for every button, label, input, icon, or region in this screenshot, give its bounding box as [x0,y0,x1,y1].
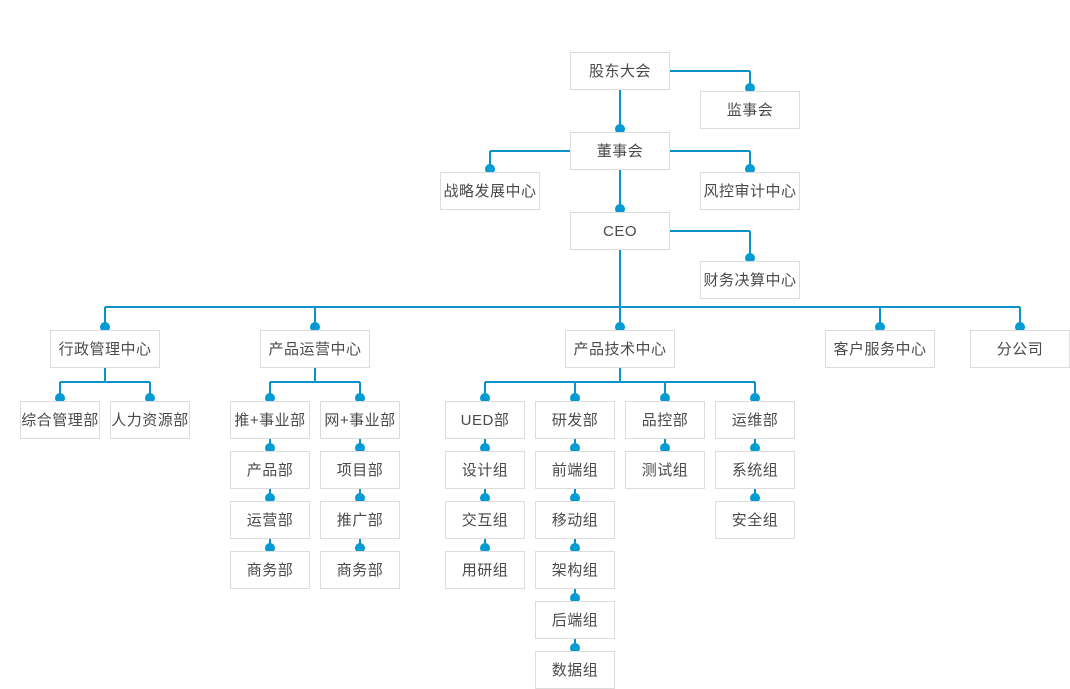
org-node-strategy[interactable]: 战略发展中心 [440,172,540,210]
org-node-label: 股东大会 [588,62,651,80]
org-node-label: 战略发展中心 [443,182,537,200]
org-node-label: 商务部 [336,561,384,579]
org-node-label: UED部 [460,411,510,429]
org-node-label: 数据组 [551,661,599,679]
org-node-label: 用研组 [461,561,509,579]
org-node-ops_product[interactable]: 产品部 [230,451,310,489]
org-node-label: 运营部 [246,511,294,529]
org-node-riskaudit[interactable]: 风控审计中心 [700,172,800,210]
org-node-board[interactable]: 董事会 [570,132,670,170]
org-node-label: 品控部 [641,411,689,429]
org-node-qa_test[interactable]: 测试组 [625,451,705,489]
org-node-label: 分公司 [996,340,1044,358]
org-node-label: 商务部 [246,561,294,579]
org-node-devops_sec[interactable]: 安全组 [715,501,795,539]
org-node-ops_business1[interactable]: 商务部 [230,551,310,589]
org-node-prodops[interactable]: 产品运营中心 [260,330,370,368]
org-node-finance[interactable]: 财务决算中心 [700,261,800,299]
org-node-label: 测试组 [641,461,689,479]
org-node-label: 行政管理中心 [58,340,152,358]
org-node-shareholders[interactable]: 股东大会 [570,52,670,90]
org-node-label: 交互组 [461,511,509,529]
org-node-label: 运维部 [731,411,779,429]
org-node-ued_design[interactable]: 设计组 [445,451,525,489]
org-node-qa[interactable]: 品控部 [625,401,705,439]
org-node-label: 财务决算中心 [703,271,797,289]
org-node-ued_inter[interactable]: 交互组 [445,501,525,539]
org-node-label: 后端组 [551,611,599,629]
org-node-ops_project[interactable]: 项目部 [320,451,400,489]
org-node-label: 人力资源部 [111,411,189,429]
org-node-label: 研发部 [551,411,599,429]
org-node-label: CEO [602,222,637,240]
org-node-devops[interactable]: 运维部 [715,401,795,439]
org-node-ued[interactable]: UED部 [445,401,525,439]
org-node-customer[interactable]: 客户服务中心 [825,330,935,368]
org-node-label: 客户服务中心 [833,340,927,358]
org-node-label: 董事会 [596,142,644,160]
org-node-rnd_mobile[interactable]: 移动组 [535,501,615,539]
org-node-label: 推+事业部 [234,411,306,429]
org-node-label: 项目部 [336,461,384,479]
org-node-label: 推广部 [336,511,384,529]
org-node-ued_research[interactable]: 用研组 [445,551,525,589]
org-node-prodtech[interactable]: 产品技术中心 [565,330,675,368]
org-node-label: 前端组 [551,461,599,479]
org-node-rnd_backend[interactable]: 后端组 [535,601,615,639]
org-node-admin_general[interactable]: 综合管理部 [20,401,100,439]
org-node-label: 安全组 [731,511,779,529]
org-node-label: 设计组 [461,461,509,479]
org-node-label: 系统组 [731,461,779,479]
org-node-label: 产品技术中心 [573,340,667,358]
org-node-rnd_data[interactable]: 数据组 [535,651,615,689]
org-node-ops_wang[interactable]: 网+事业部 [320,401,400,439]
org-node-label: 监事会 [726,101,774,119]
org-node-rnd_arch[interactable]: 架构组 [535,551,615,589]
org-node-devops_system[interactable]: 系统组 [715,451,795,489]
org-node-admin[interactable]: 行政管理中心 [50,330,160,368]
org-node-label: 综合管理部 [21,411,99,429]
org-node-branch[interactable]: 分公司 [970,330,1070,368]
org-node-admin_hr[interactable]: 人力资源部 [110,401,190,439]
org-node-ops_tui[interactable]: 推+事业部 [230,401,310,439]
org-node-label: 风控审计中心 [703,182,797,200]
org-node-label: 产品部 [246,461,294,479]
org-node-label: 产品运营中心 [268,340,362,358]
org-node-label: 移动组 [551,511,599,529]
org-node-rnd[interactable]: 研发部 [535,401,615,439]
org-node-ops_promo[interactable]: 推广部 [320,501,400,539]
org-node-ops_operation[interactable]: 运营部 [230,501,310,539]
org-node-ops_business2[interactable]: 商务部 [320,551,400,589]
org-node-label: 网+事业部 [324,411,396,429]
org-node-supervisory[interactable]: 监事会 [700,91,800,129]
org-node-rnd_frontend[interactable]: 前端组 [535,451,615,489]
org-node-ceo[interactable]: CEO [570,212,670,250]
org-node-label: 架构组 [551,561,599,579]
